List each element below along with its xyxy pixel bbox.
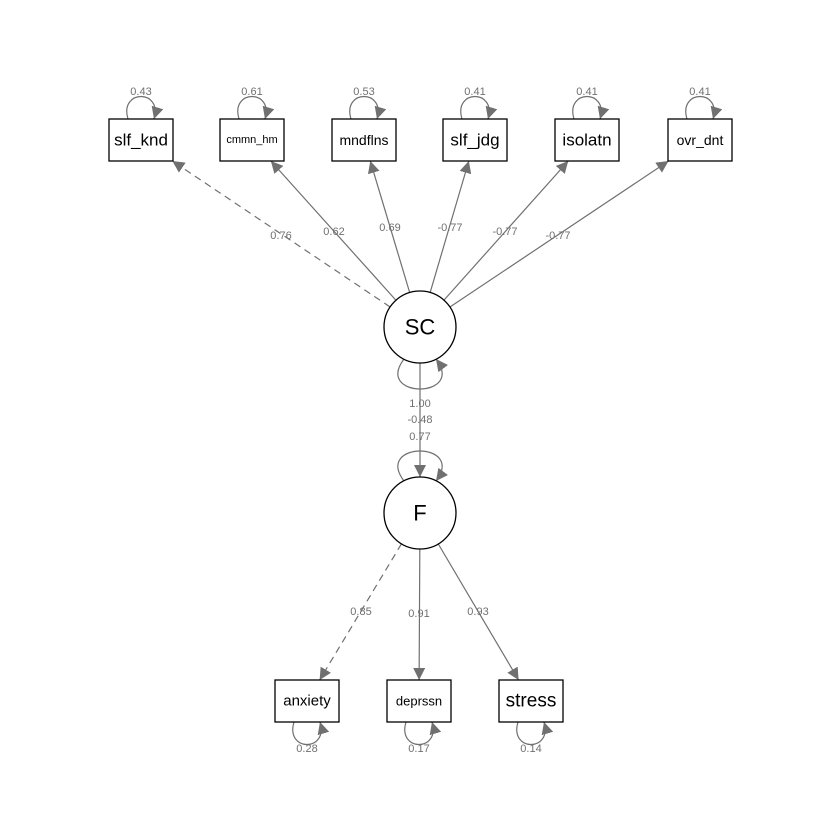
indicator-node-slf_knd: slf_knd [108,118,174,162]
loading-edge-isolatn [443,160,569,301]
residual-label-mndflns: 0.53 [353,86,374,98]
variance-label-F: 0.77 [409,431,430,443]
regression-label: -0.48 [407,414,432,426]
residual-loop-ovr_dnt [684,96,723,133]
indicator-node-cmmn_hm: cmmn_hm [219,118,285,162]
residual-loop-cmmn_hm [236,96,275,133]
variance-label-SC: 1.00 [409,398,430,410]
residual-label-stress: 0.14 [520,743,541,755]
residual-label-cmmn_hm: 0.61 [241,86,262,98]
indicator-node-ovr_dnt: ovr_dnt [667,118,733,162]
indicator-label: slf_jdg [450,131,499,150]
indicator-label: mndflns [339,132,388,148]
indicator-label: isolatn [562,131,611,150]
latent-label: SC [405,315,436,340]
residual-label-ovr_dnt: 0.41 [689,86,710,98]
indicator-box [442,118,508,162]
loading-edge-deprssn [413,548,426,681]
indicator-box [554,118,620,162]
latent-circle [383,476,457,550]
residual-label-isolatn: 0.41 [576,86,597,98]
labels-layer: 0.76 0.43 0.62 0.61 0.69 0.53 -0.77 0.41 -0.77 0.… [130,86,710,755]
nodes-layer: slf_knd cmmn_hm mndflns slf_jdg isolatn ovr_d… [108,118,733,723]
loading-edge-mndflns [367,160,411,293]
loading-edge-stress [437,543,520,681]
indicator-label: stress [506,691,557,712]
loading-label-anxiety: 0.85 [350,606,371,618]
residual-loop-anxiety [291,708,330,745]
variance-loop-F [397,450,448,495]
loading-label-ovr_dnt: -0.77 [545,230,570,242]
indicator-box [219,118,285,162]
latent-node-F: F [383,476,457,550]
loading-label-mndflns: 0.69 [379,222,400,234]
indicator-box [331,118,397,162]
residual-loop-deprssn [403,708,442,745]
loading-edge-slf_knd [171,160,391,308]
indicator-box [108,118,174,162]
residual-label-deprssn: 0.17 [408,743,429,755]
indicator-node-anxiety: anxiety [274,679,340,723]
indicator-node-slf_jdg: slf_jdg [442,118,508,162]
indicator-node-stress: stress [498,679,564,723]
residual-loop-slf_knd [125,96,164,133]
loading-edge-anxiety [319,543,402,681]
loading-label-cmmn_hm: 0.62 [323,226,344,238]
latent-node-SC: SC [383,290,457,364]
residual-loop-slf_jdg [459,96,498,133]
loading-label-stress: 0.93 [467,606,488,618]
indicator-label: cmmn_hm [226,134,277,146]
indicator-box [667,118,733,162]
latent-circle [383,290,457,364]
edges-layer [125,96,723,745]
residual-label-slf_knd: 0.43 [130,86,151,98]
residual-loop-isolatn [571,96,610,133]
indicator-label: slf_knd [114,131,168,150]
indicator-node-mndflns: mndflns [331,118,397,162]
indicator-box [274,679,340,723]
indicator-label: ovr_dnt [677,132,724,148]
loading-label-slf_knd: 0.76 [270,230,291,242]
indicator-label: deprssn [396,694,442,709]
loading-label-slf_jdg: -0.77 [437,222,462,234]
residual-loop-mndflns [348,96,387,133]
indicator-box [498,679,564,723]
loading-label-isolatn: -0.77 [492,226,517,238]
indicator-box [386,679,452,723]
loading-label-deprssn: 0.91 [408,608,429,620]
latent-label: F [413,501,426,526]
residual-loop-stress [515,708,554,745]
variance-loop-SC [397,345,448,390]
residual-label-slf_jdg: 0.41 [464,86,485,98]
indicator-node-deprssn: deprssn [386,679,452,723]
indicator-label: anxiety [283,693,331,710]
indicator-node-isolatn: isolatn [554,118,620,162]
residual-label-anxiety: 0.28 [296,743,317,755]
loading-edge-ovr_dnt [449,160,669,308]
loading-edge-cmmn_hm [270,160,397,301]
loading-edge-slf_jdg [429,160,472,293]
